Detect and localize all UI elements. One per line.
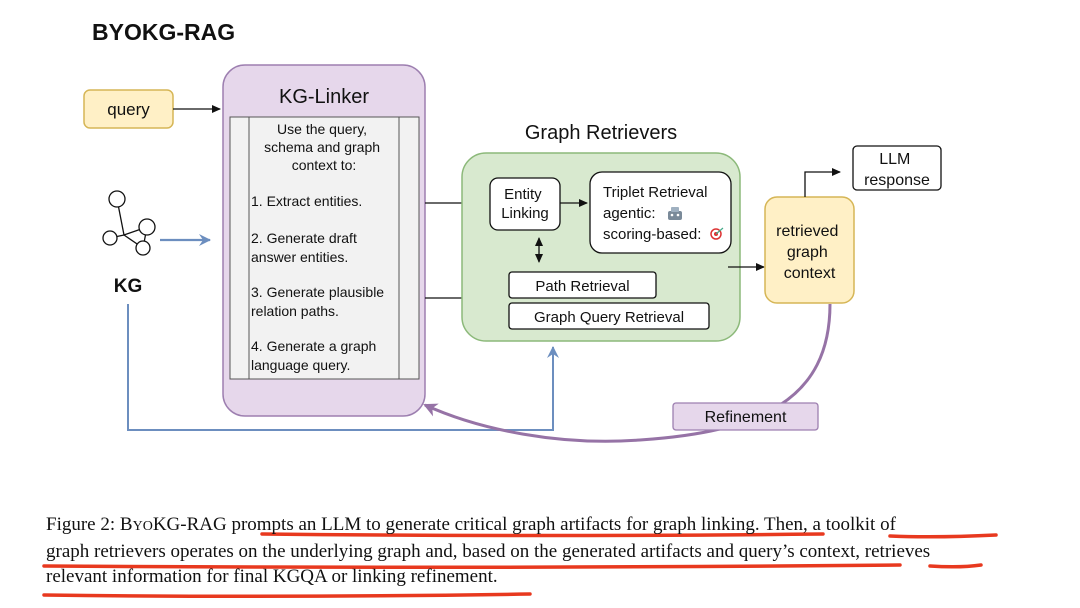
caption-line-2: graph retrievers operates on the underly… xyxy=(46,541,931,562)
graph-query-retrieval-label: Graph Query Retrieval xyxy=(534,309,684,326)
path-retrieval-label: Path Retrieval xyxy=(535,278,629,295)
kg-linker-intro-line: schema and graph xyxy=(264,139,380,155)
caption-system-name-rest: KG-RAG xyxy=(152,514,227,535)
kg-linker-prompt-box xyxy=(229,116,420,380)
kg-to-retrievers-path xyxy=(127,304,559,431)
llm-response-node: LLM response xyxy=(852,145,942,191)
figure-caption: Figure 2: BYOKG-RAG prompts an LLM to ge… xyxy=(46,512,1046,589)
caption-underlines xyxy=(42,532,998,599)
refinement-node: Refinement xyxy=(672,402,819,431)
retrieved-context-label: retrieved graph context xyxy=(776,223,843,282)
kg-linker-step-4: 4. Generate a graph language query. xyxy=(251,338,380,373)
graph-retrievers-panel: Entity Linking Triplet Retrieval agentic… xyxy=(461,152,741,342)
refinement-label: Refinement xyxy=(705,409,787,426)
kg-linker-intro-line: Use the query, xyxy=(277,121,367,137)
caption-prefix: Figure 2: xyxy=(46,514,120,535)
kg-linker-intro: Use the query, schema and graph context … xyxy=(264,121,384,173)
kg-linker-step-3: 3. Generate plausible relation paths. xyxy=(251,284,388,319)
caption-line-3: relevant information for final KGQA or l… xyxy=(46,566,498,587)
target-icon xyxy=(710,227,724,240)
retrieved-context-node: retrieved graph context xyxy=(764,196,855,304)
triplet-scoring-label: scoring-based: xyxy=(603,226,701,243)
kg-label: KG xyxy=(114,276,143,297)
entity-linking-box xyxy=(489,177,561,231)
kg-linker-intro-line: context to: xyxy=(292,157,357,173)
diagram-title: BYOKG-RAG xyxy=(92,19,235,45)
kg-graph-icon xyxy=(102,190,156,256)
kg-linker-panel: KG-Linker Use the query, schema and grap… xyxy=(222,64,426,417)
robot-icon xyxy=(668,207,682,220)
triplet-retrieval-title: Triplet Retrieval xyxy=(603,184,707,201)
kg-linker-title: KG-Linker xyxy=(279,86,369,108)
kg-linker-step-1: 1. Extract entities. xyxy=(251,193,362,209)
query-node: query xyxy=(83,89,174,129)
refinement-loop-arrow xyxy=(423,303,832,443)
llm-response-label: LLM response xyxy=(864,151,930,189)
kg-linker-step-2: 2. Generate draft answer entities. xyxy=(251,230,361,265)
query-label: query xyxy=(107,100,150,119)
caption-line-1: Figure 2: BYOKG-RAG prompts an LLM to ge… xyxy=(46,512,1046,539)
path-retrieval-box xyxy=(508,271,657,299)
entity-linking-label: Entity Linking xyxy=(501,186,549,222)
graph-query-retrieval-box xyxy=(508,302,710,330)
caption-line1-part1: prompts an LLM to generate critical grap… xyxy=(226,514,755,535)
caption-system-name-small: YO xyxy=(132,519,153,534)
triplet-retrieval-box xyxy=(589,171,732,254)
triplet-agentic-label: agentic: xyxy=(603,205,656,222)
context-to-llm-arrow xyxy=(804,168,841,197)
caption-line1-part2: . Then, a toolkit of xyxy=(754,514,896,535)
caption-system-name-first: B xyxy=(119,514,133,535)
graph-retrievers-title: Graph Retrievers xyxy=(525,122,677,144)
